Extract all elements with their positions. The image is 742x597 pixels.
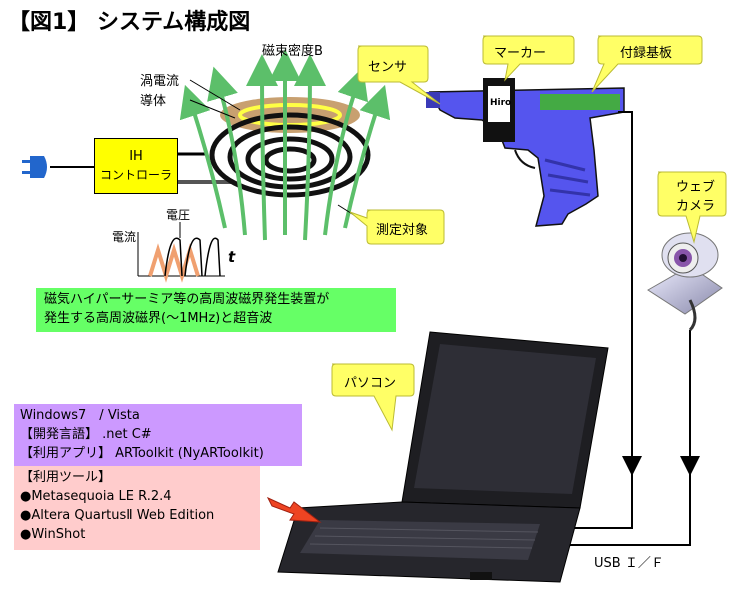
environment-box: Windows7 / Vista 【開発言語】 .net C# 【利用アプリ】 … [14, 404, 302, 466]
callout-webcam-1: ウェブ [676, 180, 716, 195]
env-app: 【利用アプリ】 ARToolkit (NyARToolkit) [20, 446, 264, 461]
webcam-icon [647, 232, 723, 332]
label-voltage: 電圧 [166, 208, 191, 222]
tools-heading: 【利用ツール】 [20, 470, 112, 485]
label-eddy-current: 渦電流 [140, 74, 180, 89]
callout-marker: マーカー [494, 46, 547, 61]
label-time-axis: t [228, 248, 236, 266]
tools-item: ●Metasequoia LE R.2.4 [20, 489, 172, 504]
callout-pc: パソコン [344, 376, 397, 391]
controller-label: コントローラ [99, 168, 172, 182]
label-magnetic-flux: 磁束密度B [262, 44, 323, 59]
tools-item: ●Altera QuartusⅡ Web Edition [20, 508, 215, 523]
label-current: 電流 [112, 230, 137, 244]
tools-item: ●WinShot [20, 527, 86, 542]
ih-label: IH [129, 149, 143, 164]
env-os: Windows7 / Vista [20, 408, 140, 423]
cables [548, 111, 691, 546]
coil [209, 112, 371, 198]
tools-box: 【利用ツール】 ●Metasequoia LE R.2.4 ●Altera Qu… [14, 466, 260, 550]
callout-shapes [331, 35, 727, 432]
label-conductor: 導体 [140, 94, 167, 109]
callout-webcam-2: カメラ [676, 199, 716, 214]
description-line-1: 磁気ハイパーサーミア等の高周波磁界発生装置が [44, 292, 330, 307]
callout-sensor: センサ [368, 60, 408, 75]
ih-controller-box: IH コントローラ [94, 138, 178, 194]
env-lang: 【開発言語】 .net C# [20, 427, 152, 442]
waveform [137, 222, 225, 283]
hiro-label: Hiro [490, 98, 512, 108]
magnetic-field-arrows [179, 49, 391, 241]
sensor-gun [426, 78, 625, 227]
description-line-2: 発生する高周波磁界(～1MHz)と超音波 [44, 311, 273, 326]
callout-target: 測定対象 [376, 223, 429, 238]
laptop-icon [277, 331, 609, 583]
usb-interface-label: USB Ｉ／Ｆ [594, 556, 664, 571]
page-title: 【図1】 システム構成図 [8, 10, 251, 35]
callout-board: 付録基板 [620, 46, 673, 61]
description-box: 磁気ハイパーサーミア等の高周波磁界発生装置が 発生する高周波磁界(～1MHz)と… [36, 288, 396, 332]
board-on-gun [540, 94, 620, 110]
power-plug-icon [22, 156, 94, 178]
pointer-arrow [266, 496, 322, 523]
